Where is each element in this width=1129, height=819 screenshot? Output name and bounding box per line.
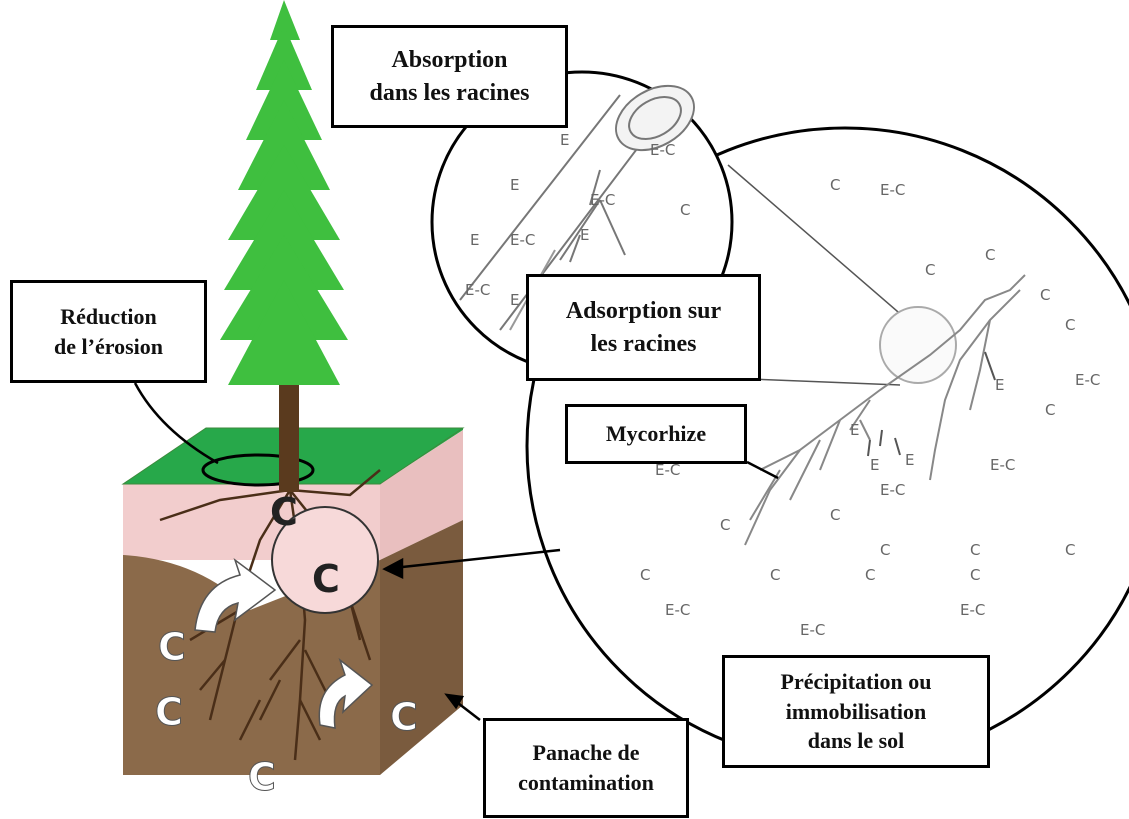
exudate-glyph: E [850, 421, 859, 439]
soil-contaminant-glyph: C [390, 695, 418, 739]
mycorhize-text: Mycorhize [606, 419, 706, 449]
panache-line-2: contamination [518, 768, 654, 798]
soil-contaminant-glyph: C [270, 490, 298, 534]
tree-foliage [220, 0, 348, 385]
contaminant-glyph: C [770, 566, 780, 584]
complex-glyph: E-C [510, 231, 535, 249]
complex-glyph: E-C [990, 456, 1015, 474]
precipitation-line-1: Précipitation ou [781, 667, 932, 697]
exudate-glyph: E [995, 376, 1004, 394]
exudate-glyph: E [510, 176, 519, 194]
contaminant-glyph: C [970, 541, 980, 559]
reduction-line-1: Réduction [54, 302, 163, 332]
precipitation-label: Précipitation ou immobilisation dans le … [722, 655, 990, 768]
soil-contaminant-glyph: C [158, 625, 186, 669]
absorption-line-2: dans les racines [369, 77, 529, 109]
complex-glyph: E-C [880, 181, 905, 199]
complex-glyph: E-C [650, 141, 675, 159]
mycorhize-label: Mycorhize [565, 404, 747, 464]
soil-contaminant-glyph: C [312, 557, 340, 601]
precipitation-line-3: dans le sol [781, 726, 932, 756]
contaminant-glyph: C [640, 566, 650, 584]
complex-glyph: E-C [880, 481, 905, 499]
adsorption-line-2: les racines [566, 328, 721, 360]
reduction-line-2: de l’érosion [54, 332, 163, 362]
panache-line-1: Panache de [518, 738, 654, 768]
complex-glyph: E-C [590, 191, 615, 209]
contaminant-glyph: C [1065, 541, 1075, 559]
contaminant-glyph: C [1065, 316, 1075, 334]
contaminant-glyph: C [720, 516, 730, 534]
contamination-plume-label: Panache de contamination [483, 718, 689, 818]
exudate-glyph: E [905, 451, 914, 469]
adsorption-label: Adsorption sur les racines [526, 274, 761, 381]
soil-contaminant-glyph: C [155, 690, 183, 734]
contaminant-glyph: C [880, 541, 890, 559]
precipitation-line-2: immobilisation [781, 697, 932, 727]
exudate-glyph: E [510, 291, 519, 309]
complex-glyph: E-C [1075, 371, 1100, 389]
contaminant-glyph: C [830, 176, 840, 194]
absorption-label: Absorption dans les racines [331, 25, 568, 128]
complex-glyph: E-C [465, 281, 490, 299]
contaminant-glyph: C [985, 246, 995, 264]
exudate-glyph: E [470, 231, 479, 249]
contaminant-glyph: C [970, 566, 980, 584]
complex-glyph: E-C [960, 601, 985, 619]
exudate-glyph: E [870, 456, 879, 474]
contaminant-glyph: C [865, 566, 875, 584]
erosion-reduction-label: Réduction de l’érosion [10, 280, 207, 383]
contaminant-glyph: C [1045, 401, 1055, 419]
complex-glyph: E-C [800, 621, 825, 639]
contaminant-glyph: C [830, 506, 840, 524]
adsorption-line-1: Adsorption sur [566, 295, 721, 327]
contaminant-glyph: C [1040, 286, 1050, 304]
exudate-glyph: E [580, 226, 589, 244]
absorption-line-1: Absorption [369, 44, 529, 76]
exudate-glyph: E [560, 131, 569, 149]
complex-glyph: E-C [665, 601, 690, 619]
soil-contaminant-glyph: C [248, 755, 276, 799]
contaminant-glyph: C [680, 201, 690, 219]
contaminant-glyph: C [925, 261, 935, 279]
